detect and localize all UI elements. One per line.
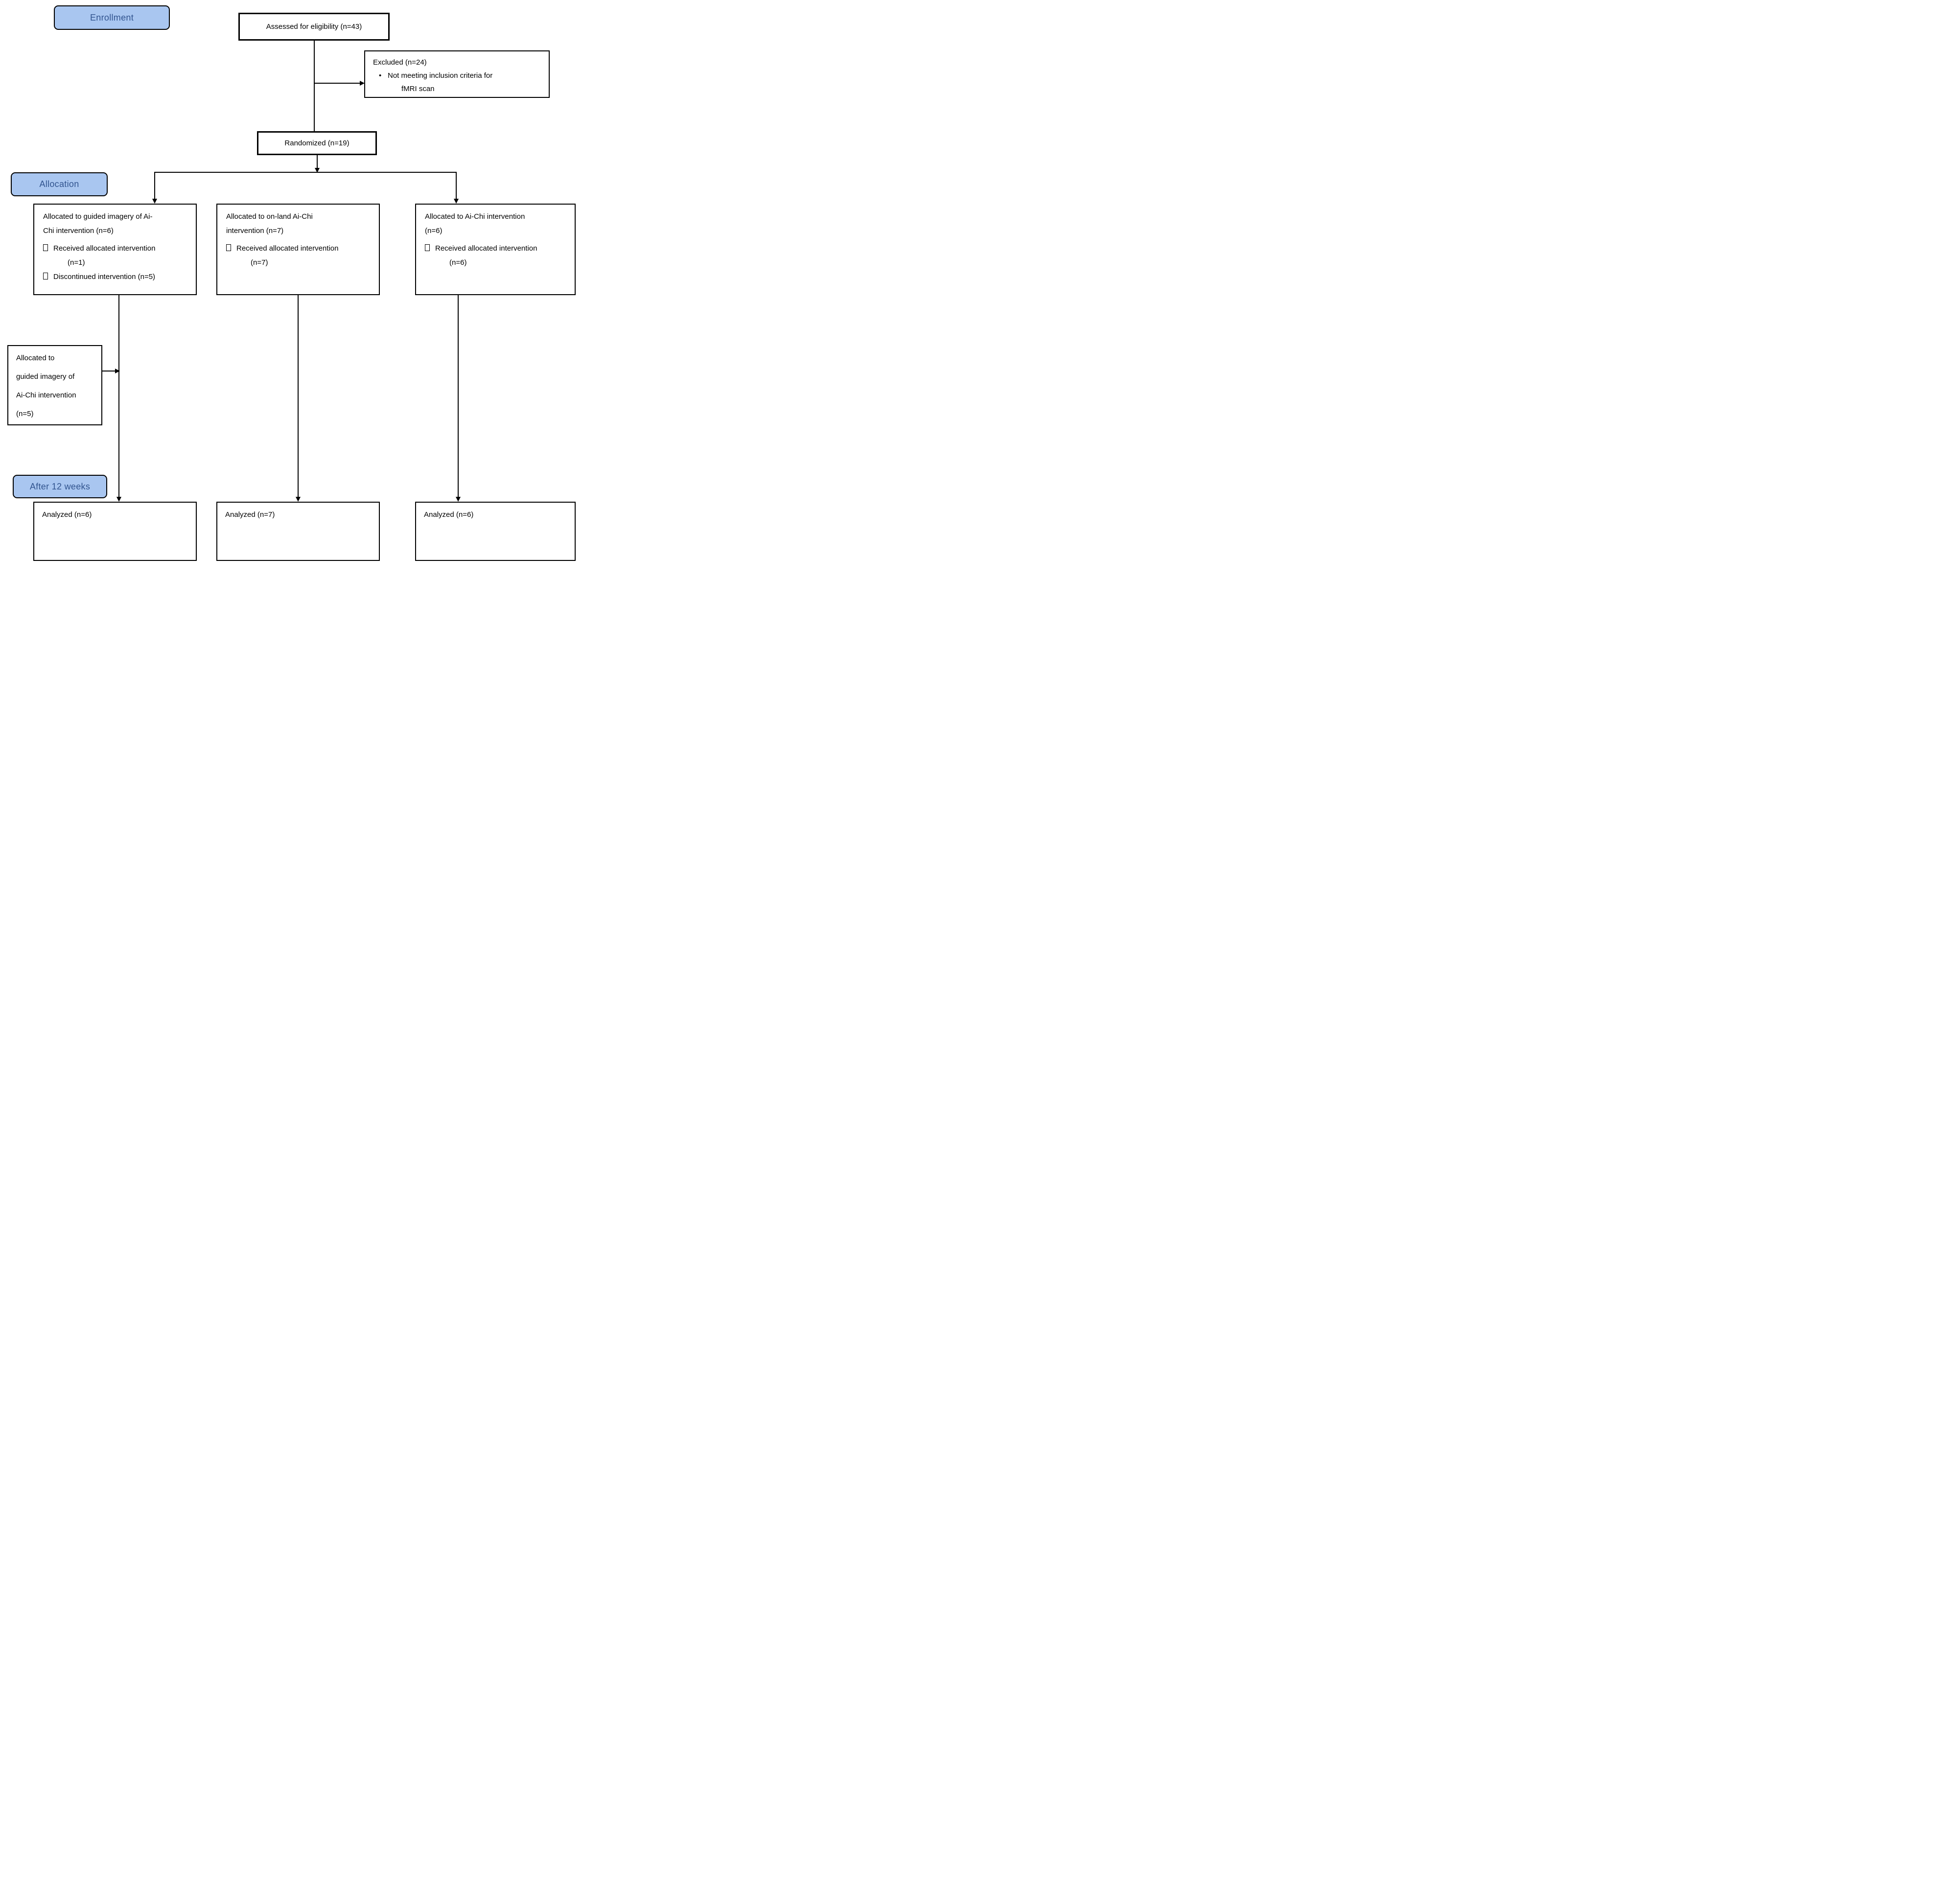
- analyzed3-text: Analyzed (n=6): [424, 511, 474, 519]
- allocation-label: Allocation: [11, 172, 108, 196]
- bullet-square-icon: [226, 244, 231, 251]
- realloc-line1: Allocated to: [16, 354, 55, 362]
- reallocated-guided-imagery-box: Allocated to guided imagery of Ai-Chi in…: [7, 345, 102, 425]
- connector-line: [314, 83, 361, 84]
- alloc3-line1: Allocated to Ai-Chi intervention: [425, 212, 525, 221]
- connector-line: [456, 172, 457, 200]
- alloc2-item1: Received allocated intervention: [226, 241, 374, 255]
- alloc2-item1-text: Received allocated intervention: [236, 244, 339, 253]
- connector-line: [314, 41, 315, 131]
- bullet-square-icon: [43, 273, 48, 279]
- connector-line: [298, 295, 299, 498]
- allocated-aichi-box: Allocated to Ai-Chi intervention (n=6) R…: [415, 204, 576, 295]
- excluded-title: Excluded (n=24): [373, 58, 427, 67]
- arrow-down-icon: [456, 497, 461, 502]
- alloc2-line1: Allocated to on-land Ai-Chi: [226, 212, 313, 221]
- after-12-weeks-label-text: After 12 weeks: [29, 481, 91, 491]
- consort-flow-diagram: Enrollment Allocation After 12 weeks Ass…: [0, 0, 580, 571]
- connector-line: [102, 371, 116, 372]
- alloc2-item1-n: (n=7): [251, 258, 268, 267]
- realloc-line2: guided imagery of: [16, 372, 75, 381]
- allocated-guided-imagery-box: Allocated to guided imagery of Ai- Chi i…: [33, 204, 197, 295]
- arrow-down-icon: [117, 497, 121, 502]
- alloc1-item1: Received allocated intervention: [43, 241, 191, 255]
- analyzed-onland-box: Analyzed (n=7): [216, 502, 380, 561]
- realloc-line4: (n=5): [16, 410, 34, 418]
- bullet-dot-icon: •: [379, 71, 382, 80]
- alloc1-item2-text: Discontinued intervention (n=5): [53, 273, 156, 281]
- allocated-onland-box: Allocated to on-land Ai-Chi intervention…: [216, 204, 380, 295]
- connector-line: [458, 295, 459, 498]
- excluded-box: Excluded (n=24) • Not meeting inclusion c…: [364, 50, 550, 98]
- alloc2-line2: intervention (n=7): [226, 227, 284, 235]
- excluded-reason-line2: fMRI scan: [401, 85, 435, 93]
- arrow-right-icon: [115, 369, 120, 373]
- assessed-eligibility-box: Assessed for eligibility (n=43): [238, 13, 390, 41]
- alloc3-item1-text: Received allocated intervention: [435, 244, 537, 253]
- arrow-down-icon: [296, 497, 301, 502]
- alloc1-item2: Discontinued intervention (n=5): [43, 270, 191, 284]
- bullet-square-icon: [43, 244, 48, 251]
- realloc-line3: Ai-Chi intervention: [16, 391, 76, 399]
- excluded-reason-text: Not meeting inclusion criteria for: [388, 71, 493, 80]
- enrollment-label: Enrollment: [54, 5, 170, 30]
- excluded-reason-line: • Not meeting inclusion criteria for: [373, 69, 544, 82]
- arrow-down-icon: [315, 168, 320, 173]
- after-12-weeks-label: After 12 weeks: [13, 475, 107, 498]
- connector-line: [118, 295, 119, 498]
- arrow-down-icon: [454, 199, 459, 204]
- alloc3-line2: (n=6): [425, 227, 443, 235]
- alloc1-line1: Allocated to guided imagery of Ai-: [43, 212, 153, 221]
- analyzed-aichi-box: Analyzed (n=6): [415, 502, 576, 561]
- randomized-box: Randomized (n=19): [257, 131, 377, 155]
- alloc3-item1: Received allocated intervention: [425, 241, 570, 255]
- analyzed-guided-imagery-box: Analyzed (n=6): [33, 502, 197, 561]
- alloc1-item1-n: (n=1): [68, 258, 85, 267]
- alloc1-line2: Chi intervention (n=6): [43, 227, 114, 235]
- assessed-eligibility-text: Assessed for eligibility (n=43): [266, 23, 362, 31]
- randomized-text: Randomized (n=19): [284, 139, 350, 147]
- alloc3-item1-n: (n=6): [449, 258, 467, 267]
- connector-line: [317, 155, 318, 172]
- analyzed2-text: Analyzed (n=7): [225, 511, 275, 519]
- allocation-label-text: Allocation: [39, 179, 79, 189]
- connector-line: [154, 172, 155, 200]
- arrow-down-icon: [152, 199, 157, 204]
- arrow-right-icon: [360, 81, 365, 86]
- enrollment-label-text: Enrollment: [90, 12, 134, 23]
- alloc1-item1-text: Received allocated intervention: [53, 244, 156, 253]
- connector-line: [154, 172, 457, 173]
- bullet-square-icon: [425, 244, 430, 251]
- analyzed1-text: Analyzed (n=6): [42, 511, 92, 519]
